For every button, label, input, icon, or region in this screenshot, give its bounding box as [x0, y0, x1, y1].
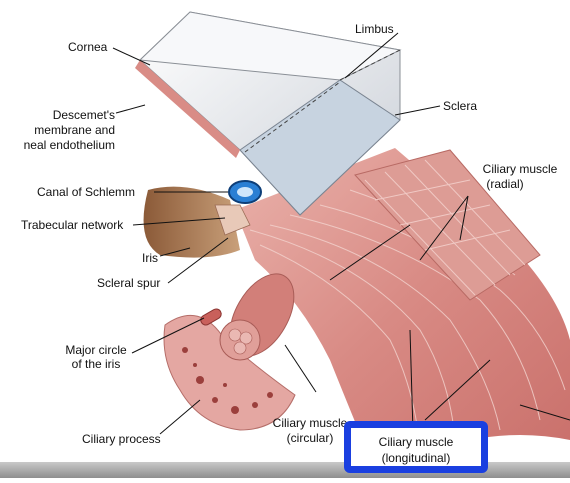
- major-circle-vessel: [200, 308, 222, 326]
- label-trabecular-network: Trabecular network: [21, 218, 124, 232]
- label-ciliary-muscle-radial-line1: Ciliary muscle: [482, 162, 558, 176]
- ciliary-muscle-radial-block: [354, 149, 541, 301]
- label-cornea: Cornea: [68, 40, 108, 54]
- label-descemet-line1: Descemet's: [52, 108, 115, 122]
- trabecular-meshwork: [214, 204, 251, 236]
- label-sclera: Sclera: [443, 99, 478, 113]
- label-limbus: Limbus: [355, 22, 394, 36]
- label-ciliary-muscle-longitudinal-line1: Ciliary muscle: [378, 435, 454, 449]
- sclera-front-face: [239, 79, 401, 216]
- ciliary-muscle-circular-bundle: [219, 273, 295, 361]
- label-canal-of-schlemm: Canal of Schlemm: [37, 185, 136, 199]
- label-ciliary-process: Ciliary process: [82, 432, 161, 446]
- label-ciliary-muscle-radial-line2: (radial): [486, 177, 524, 191]
- label-descemet-line3: neal endothelium: [23, 138, 115, 152]
- label-major-circle-line2: of the iris: [71, 357, 121, 371]
- label-scleral-spur: Scleral spur: [97, 276, 161, 290]
- highlight-box: [344, 421, 488, 473]
- iris-region: [143, 186, 240, 258]
- label-descemet-line2: membrane and: [34, 123, 115, 137]
- label-ciliary-muscle-longitudinal-line2: (longitudinal): [381, 451, 451, 465]
- label-ciliary-muscle-circular-line2: (circular): [286, 431, 334, 445]
- cornea-top-face: [138, 11, 402, 81]
- label-iris: Iris: [142, 251, 158, 265]
- label-major-circle-line1: Major circle: [65, 343, 127, 357]
- label-ciliary-muscle-circular-line1: Ciliary muscle: [272, 416, 348, 430]
- descemet-membrane: [135, 60, 240, 158]
